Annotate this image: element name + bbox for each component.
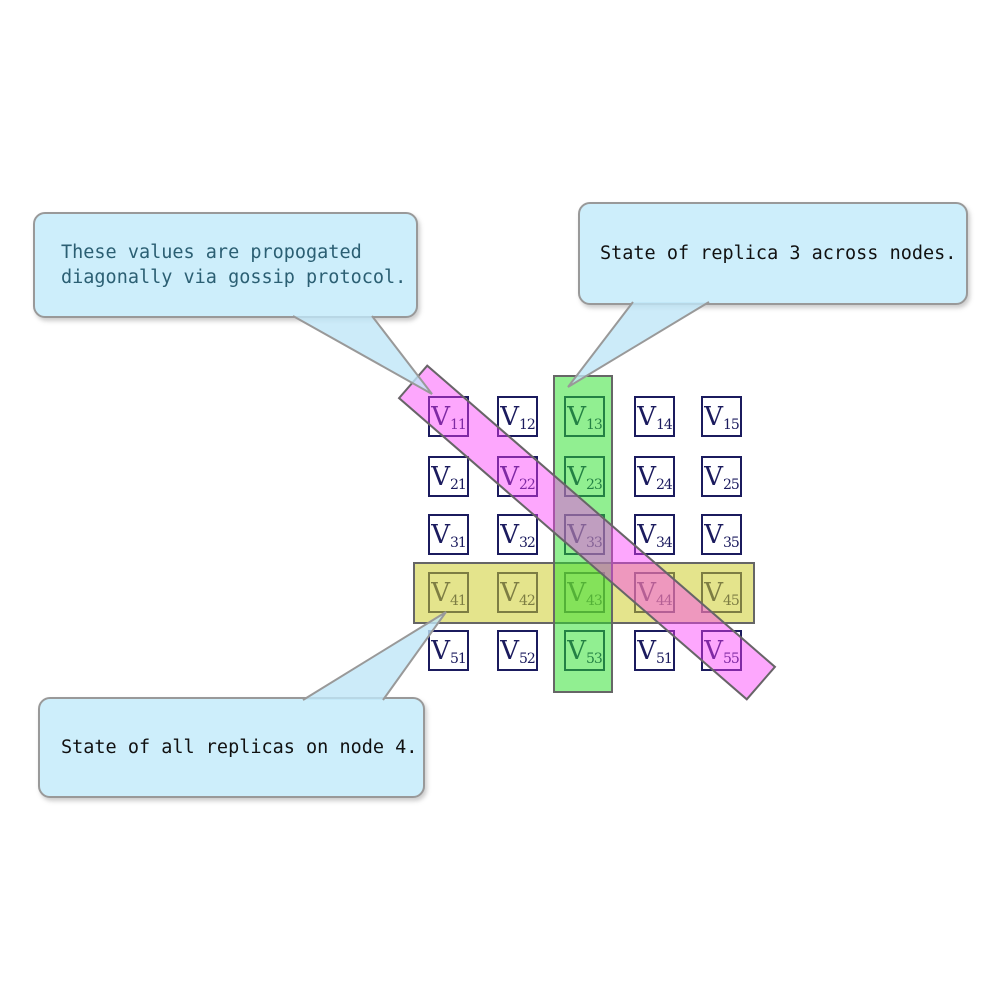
replica-3-column-highlight (553, 375, 613, 693)
callout-replica-3: State of replica 3 across nodes. (578, 202, 968, 305)
cell-symbol: V (431, 635, 450, 666)
callout-node-line-1: State of all replicas on node 4. (61, 737, 418, 758)
cell-symbol: V (704, 461, 723, 492)
cell-subscript: 31 (449, 534, 467, 551)
cell-symbol: V (500, 461, 519, 492)
cell-symbol: V (704, 401, 723, 432)
cell-subscript: 51 (449, 650, 467, 667)
callout-gossip-line-1: These values are propogated (61, 242, 362, 263)
cell-symbol: V (704, 519, 723, 550)
cell-subscript: 35 (722, 534, 740, 551)
cell-subscript: 21 (449, 476, 467, 493)
callout-gossip-protocol: These values are propogated diagonally v… (33, 212, 418, 318)
cell-symbol: V (637, 635, 656, 666)
cell-subscript: 32 (518, 534, 536, 551)
cell-symbol: V (431, 519, 450, 550)
cell-subscript: 34 (655, 534, 673, 551)
cell-symbol: V (637, 401, 656, 432)
cell-subscript: 24 (655, 476, 673, 493)
cell-subscript: 25 (722, 476, 740, 493)
cell-symbol: V (500, 401, 519, 432)
cell-symbol: V (637, 519, 656, 550)
cell-subscript: 12 (518, 416, 536, 433)
cell-symbol: V (637, 461, 656, 492)
cell-subscript: 52 (518, 650, 536, 667)
cell-subscript: 15 (722, 416, 740, 433)
callout-gossip-line-2: diagonally via gossip protocol. (61, 267, 407, 288)
cell-symbol: V (431, 401, 450, 432)
cell-subscript: 14 (655, 416, 673, 433)
callout-replica-line-1: State of replica 3 across nodes. (600, 243, 957, 264)
cell-symbol: V (500, 519, 519, 550)
cell-symbol: V (704, 635, 723, 666)
callout-node-4: State of all replicas on node 4. (38, 697, 425, 798)
cell-symbol: V (500, 635, 519, 666)
cell-symbol: V (431, 461, 450, 492)
cell-subscript: 55 (722, 650, 740, 667)
cell-subscript: 11 (449, 416, 467, 433)
cell-subscript: 51 (655, 650, 673, 667)
callout-tail-node (302, 611, 447, 701)
cell-subscript: 22 (518, 476, 536, 493)
